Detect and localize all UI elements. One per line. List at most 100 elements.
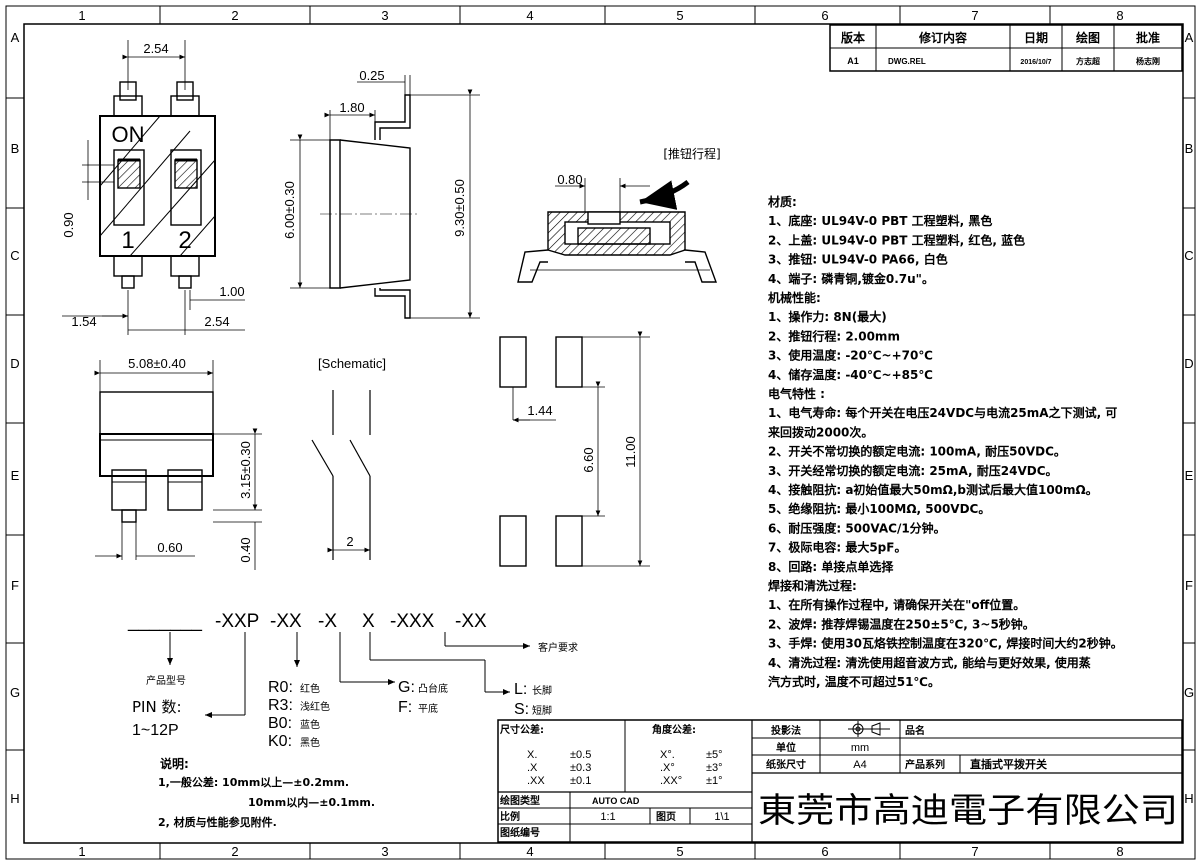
dim-pcb-pad-width: 1.44	[527, 403, 552, 418]
pn-custom-1: -XXX	[390, 611, 435, 632]
rev-header-approved: 批准	[1136, 30, 1160, 45]
grid-col-top: 4	[526, 8, 533, 23]
grid-row-left: G	[10, 685, 20, 700]
dim-front-standoff: 0.40	[238, 537, 253, 562]
revision-table: 版本 修订内容 日期 绘图 批准 A1 DWG.REL 2016/10/7 方志…	[829, 24, 1183, 72]
series-label: 产品系列	[905, 758, 945, 771]
grid-col-top: 6	[821, 8, 828, 23]
pn-color-name: 浅红色	[300, 700, 330, 713]
angle-tol-key: .X°	[660, 762, 675, 774]
rev-approved: 杨志刚	[1136, 56, 1160, 66]
grid-row-right: H	[1184, 791, 1193, 806]
dim-top-left-offset: 1.54	[71, 314, 96, 329]
paper-value: A4	[853, 759, 866, 771]
pn-pin-name: 短脚	[532, 704, 552, 717]
spec-item: 4、清洗过程: 清洗使用超音波方式, 能给与更好效果, 使用蒸	[768, 655, 1091, 670]
company-name: 東莞市高迪電子有限公司	[758, 791, 1178, 831]
grid-col-bottom: 8	[1116, 844, 1123, 859]
spec-item: 3、手焊: 使用30瓦烙铁控制温度在320℃, 焊接时间大约2秒钟。	[768, 636, 1123, 651]
spec-item: 1、底座: UL94V-0 PBT 工程塑料, 黑色	[768, 213, 992, 228]
dim-tol-key: .XX	[527, 775, 545, 787]
dim-tol-value: ±0.1	[570, 775, 591, 787]
series-value: 直插式平拨开关	[970, 757, 1047, 771]
dim-front-width: 5.08±0.40	[128, 356, 186, 371]
spec-item: 5、绝缘阻抗: 最小100MΩ, 500VDC。	[768, 501, 990, 516]
spec-item: 4、接触阻抗: a初始值最大50mΩ,b测试后最大值100mΩ。	[768, 482, 1098, 497]
spec-item: 来回拨动2000次。	[767, 424, 873, 439]
spec-item: 4、端子: 磷青铜,镀金0.7u"。	[768, 271, 934, 286]
pn-color-name: 黑色	[300, 736, 320, 749]
note-2: 2, 材质与性能参见附件.	[158, 815, 277, 829]
dim-top-bottom-pitch: 2.54	[204, 314, 229, 329]
dim-schematic-pitch: 2	[346, 534, 353, 549]
note-1-cont: 10mm以内—±0.1mm.	[248, 795, 375, 809]
rev-header-drawn: 绘图	[1076, 30, 1100, 45]
dim-side-lead: 1.80	[339, 100, 364, 115]
pn-color-code: K0:	[268, 733, 292, 750]
dim-tol-key: .X	[527, 762, 538, 774]
angle-tol-title: 角度公差:	[652, 723, 696, 736]
dim-top-pitch: 2.54	[143, 41, 168, 56]
unit-label: 单位	[776, 741, 796, 754]
angle-tol-key: .XX°	[660, 775, 682, 787]
pn-base-name: 凸台底	[418, 682, 448, 695]
top-view	[62, 40, 245, 335]
pcb-layout-view	[499, 331, 650, 567]
software-value: AUTO CAD	[592, 796, 640, 806]
paper-label: 纸张尺寸	[766, 758, 806, 771]
pn-pin-name: 长脚	[532, 684, 552, 697]
grid-row-right: E	[1185, 468, 1194, 483]
grid-row-left: B	[11, 141, 20, 156]
pn-color-code: B0:	[268, 715, 292, 732]
grid-col-bottom: 5	[676, 844, 683, 859]
grid-col-top: 2	[231, 8, 238, 23]
spec-item: 2、波焊: 推荐焊锡温度在250±5℃, 3~5秒钟。	[768, 616, 1035, 631]
spec-item: 3、开关经常切换的额定电流: 25mA, 耐压24VDC。	[768, 463, 1058, 478]
grid-col-bottom: 7	[971, 844, 978, 859]
pn-pin-count: -XXP	[215, 611, 259, 632]
dim-top-height: 0.90	[61, 212, 76, 237]
drawing-no-label: 图纸编号	[500, 826, 540, 839]
grid-col-top: 1	[78, 8, 85, 23]
spec-item: 1、在所有操作过程中, 请确保开关在"off位置。	[768, 597, 1025, 612]
grid-row-right: A	[1185, 30, 1194, 45]
pn-base-code: G:	[398, 679, 415, 696]
grid-col-bottom: 4	[526, 844, 533, 859]
dim-side-thickness: 0.25	[359, 68, 384, 83]
pn-pin-options: L:长脚S:短脚	[514, 681, 552, 718]
pn-base-code: F:	[398, 699, 412, 716]
pn-custom-2: -XX	[455, 611, 487, 632]
rev-drawn: 方志超	[1076, 56, 1101, 66]
dim-section-travel: 0.80	[557, 172, 582, 187]
grid-col-top: 7	[971, 8, 978, 23]
spec-section-title: 焊接和清洗过程:	[768, 578, 857, 593]
grid-ticks	[6, 6, 1195, 859]
note-1: 1,一般公差: 10mm以上—±0.2mm.	[158, 775, 349, 789]
grid-row-left: D	[10, 356, 19, 371]
pn-base-options: G:凸台底 F: 平底	[398, 679, 448, 716]
grid-row-left: A	[11, 30, 20, 45]
slot-label-2: 2	[178, 227, 191, 254]
pn-color-name: 蓝色	[300, 718, 320, 731]
pn-color-code: R0:	[268, 679, 293, 696]
pn-color-name: 红色	[300, 682, 320, 695]
spec-item: 汽方式时, 温度不可超过51℃。	[768, 674, 940, 689]
rev-version: A1	[847, 56, 859, 66]
section-caption: [推钮行程]	[663, 146, 720, 161]
pn-base-name: 平底	[418, 702, 438, 715]
software-label: 绘图类型	[500, 794, 540, 807]
pn-pin-length: X	[362, 611, 375, 632]
page-value: 1\1	[714, 811, 729, 823]
side-view	[290, 75, 480, 319]
spec-item: 2、开关不常切换的额定电流: 100mA, 耐压50VDC。	[768, 444, 1066, 459]
spec-item: 1、电气寿命: 每个开关在电压24VDC与电流25mA之下测试, 可	[768, 405, 1117, 420]
spec-item: 2、上盖: UL94V-0 PBT 工程塑料, 红色, 蓝色	[768, 232, 1025, 247]
angle-tol-value: ±5°	[706, 749, 723, 761]
dim-side-body-height: 6.00±0.30	[282, 181, 297, 239]
spec-item: 4、储存温度: -40℃~+85℃	[768, 367, 933, 382]
grid-row-left: C	[10, 248, 19, 263]
